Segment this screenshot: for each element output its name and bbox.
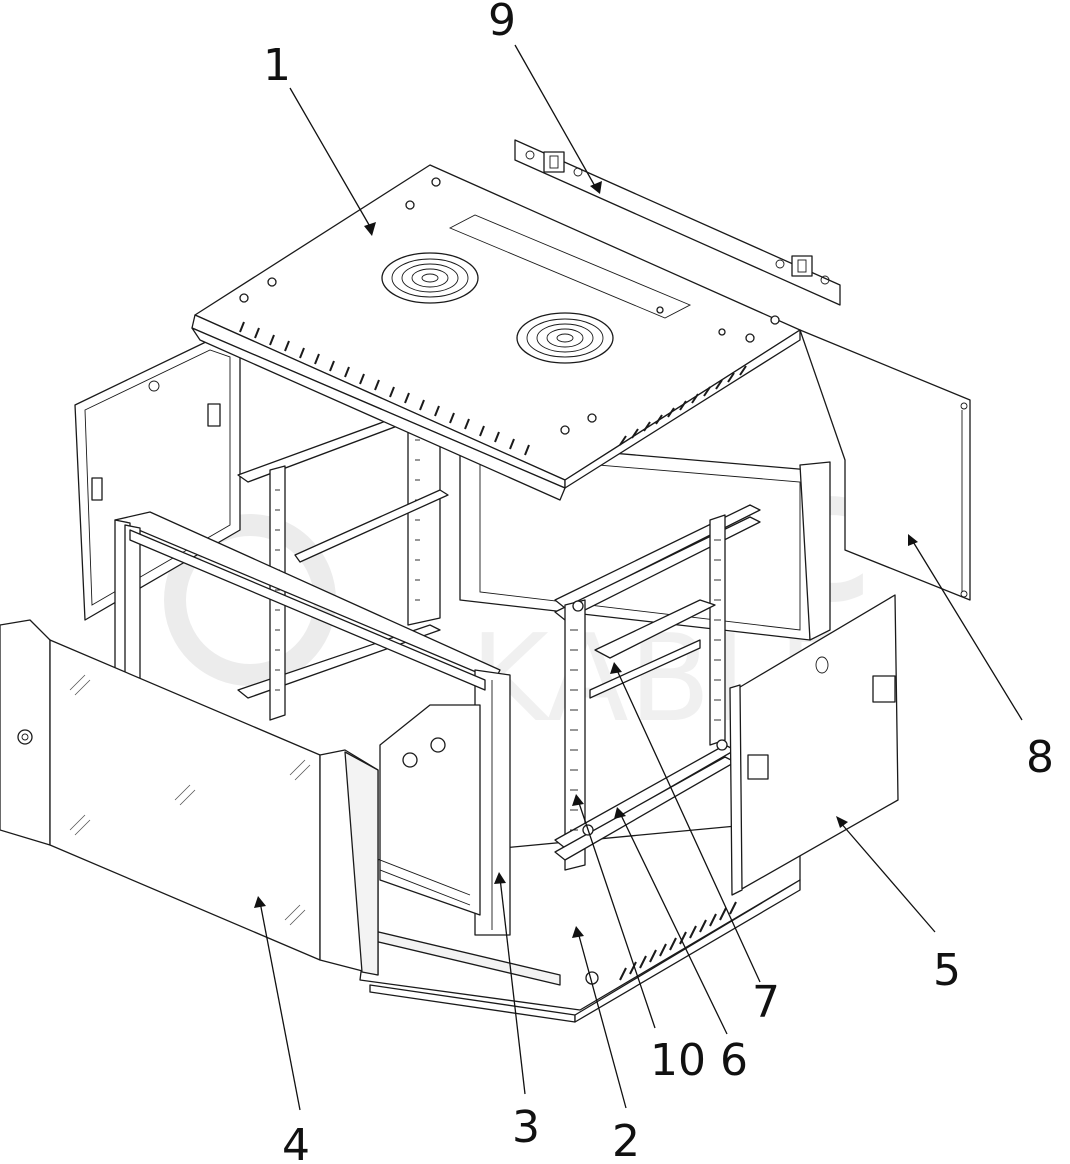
fan-1: [381, 252, 479, 304]
callout-1: 1: [263, 40, 291, 91]
callout-2: 2: [612, 1116, 640, 1164]
rear-left-frame: [237, 404, 449, 721]
equipment-shelf: [379, 704, 481, 916]
callout-labels: 1 2 3 4 5 6 7 8 9 10: [263, 0, 1054, 1164]
callout-5: 5: [933, 945, 961, 996]
side-door-right: [729, 594, 899, 896]
top-cover: [191, 164, 801, 501]
wall-mount-bracket: [514, 139, 841, 306]
leader-lines: [254, 44, 1023, 1111]
callout-6: 6: [720, 1035, 748, 1086]
callout-4: 4: [282, 1120, 310, 1164]
callout-3: 3: [512, 1102, 540, 1153]
fan-2: [516, 312, 614, 364]
rear-door: [74, 339, 241, 621]
rack-rails-front: [554, 504, 761, 871]
callout-9: 9: [488, 0, 516, 46]
callout-8: 8: [1026, 732, 1054, 783]
callout-10: 10: [650, 1035, 706, 1086]
callout-7: 7: [752, 977, 780, 1028]
front-glass-door: [0, 619, 379, 976]
side-panel-rear: [799, 329, 971, 601]
